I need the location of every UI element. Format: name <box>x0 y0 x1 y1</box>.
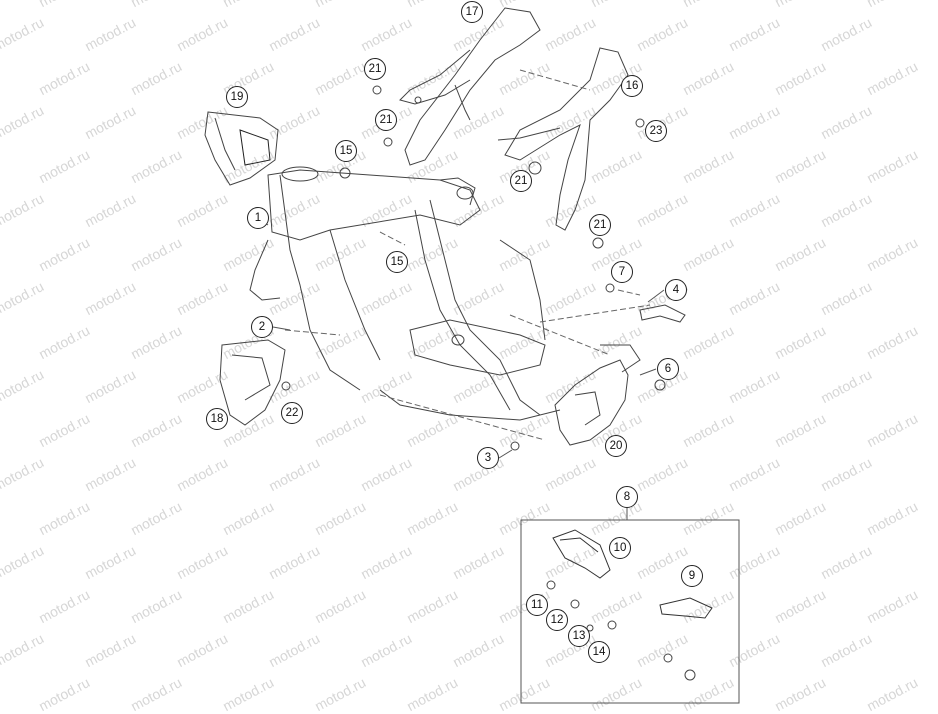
part-callout: 20 <box>605 435 627 457</box>
part-callout: 13 <box>568 625 590 647</box>
part-callout: 9 <box>681 565 703 587</box>
part-callout: 19 <box>226 86 248 108</box>
main-frame <box>250 167 560 420</box>
part-callout: 3 <box>477 447 499 469</box>
small-hardware <box>282 86 695 680</box>
part-callout: 22 <box>281 402 303 424</box>
airbox-panel <box>205 112 278 185</box>
part-callout: 10 <box>609 537 631 559</box>
footrest-left <box>553 530 610 578</box>
part-callout: 15 <box>335 140 357 162</box>
rear-subframe-lower <box>498 48 628 230</box>
chain-guide <box>640 305 685 322</box>
part-callout: 21 <box>589 214 611 236</box>
part-callout: 14 <box>588 641 610 663</box>
part-callout: 1 <box>247 207 269 229</box>
part-callout: 21 <box>510 170 532 192</box>
part-callout: 23 <box>645 120 667 142</box>
frame-guard-left <box>220 340 285 425</box>
rear-subframe-upper <box>400 8 540 165</box>
part-callout: 15 <box>386 251 408 273</box>
callout-leaders <box>258 218 664 458</box>
part-callout: 18 <box>206 408 228 430</box>
part-callout: 21 <box>364 58 386 80</box>
part-callout: 2 <box>251 316 273 338</box>
frame-guard-right <box>555 345 640 445</box>
part-callout: 6 <box>657 358 679 380</box>
part-callout: 16 <box>621 75 643 97</box>
footrest-right <box>660 598 712 618</box>
part-callout: 21 <box>375 109 397 131</box>
part-callout: 12 <box>546 609 568 631</box>
part-callout: 8 <box>616 486 638 508</box>
part-callout: 7 <box>611 261 633 283</box>
assembly-leader-lines <box>285 70 650 440</box>
part-callout: 17 <box>461 1 483 23</box>
part-callout: 4 <box>665 279 687 301</box>
part-callout: 11 <box>526 594 548 616</box>
